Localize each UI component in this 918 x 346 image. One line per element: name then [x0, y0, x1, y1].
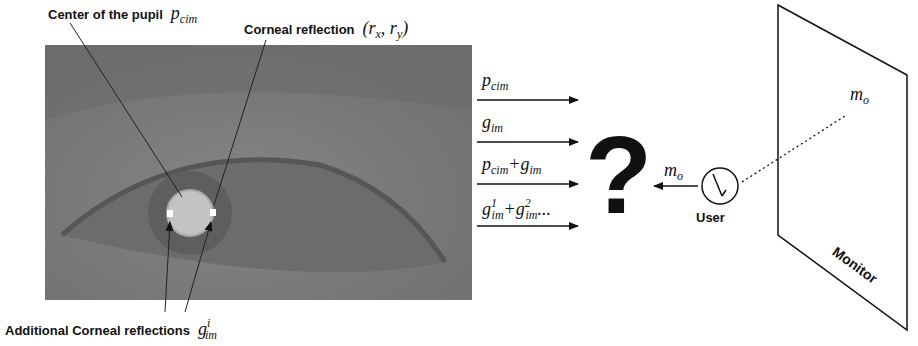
math-symbol: +g [508, 154, 529, 174]
math-symbol: p [482, 154, 491, 174]
callout-label: Center of the pupil [48, 7, 163, 22]
monitor-outline [776, 3, 910, 333]
gaze-point-label: mo [850, 84, 869, 108]
math-symbol: +g [504, 199, 525, 219]
math-symbol: im [525, 208, 537, 222]
arrow-label: gim [482, 112, 503, 136]
math-symbol: i [207, 316, 210, 330]
question-mark: ? [585, 113, 652, 236]
leader-lines [70, 23, 266, 312]
math-symbol: g [482, 112, 491, 132]
math-symbol: p [482, 70, 491, 90]
math-symbol: o [863, 93, 869, 107]
math-symbol: cim [491, 79, 508, 93]
question-mark: ? [585, 120, 652, 230]
arrow-label: pcim+gim [482, 154, 541, 178]
gaze-mark [713, 174, 722, 196]
user-icon [696, 166, 744, 210]
monitor-label: Monitor [830, 243, 881, 286]
gaze-line [742, 116, 845, 182]
math-symbol: ) [402, 18, 408, 38]
reflection-label: Corneal reflection (rx, ry) [244, 18, 408, 42]
math-symbol: cim [491, 163, 508, 177]
callout-label: Additional Corneal reflections [5, 323, 190, 338]
math-symbol: m [850, 84, 863, 104]
user-head [702, 168, 738, 204]
math-symbol: g [482, 199, 491, 219]
math-symbol: ... [537, 199, 551, 219]
math-symbol: o [677, 169, 683, 183]
pupil-label: Center of the pupil pcim [48, 3, 197, 27]
math-symbol: im [529, 163, 541, 177]
arrow-label: mo [664, 160, 683, 184]
math-symbol: x [376, 27, 381, 41]
additional-reflections-label: Additional Corneal reflectionsgiim [5, 316, 217, 343]
arrow-label: pcim [482, 70, 508, 94]
monitor-outline [778, 5, 907, 330]
math-symbol: p [171, 3, 180, 23]
math-symbol: , r [381, 18, 397, 38]
math-symbol: im [205, 328, 217, 342]
math-symbol: 2 [525, 196, 531, 210]
callout-label: Corneal reflection [244, 22, 355, 37]
math-symbol: (r [363, 18, 376, 38]
arrow-label: g1im+g2im... [482, 196, 551, 223]
math-symbol: im [492, 208, 504, 222]
math-symbol: im [491, 121, 503, 135]
math-symbol: m [664, 160, 677, 180]
math-symbol: 1 [491, 196, 497, 210]
monitor-shape: Monitor [776, 3, 910, 333]
user-symbol: User [696, 166, 744, 228]
math-symbol: y [397, 27, 402, 41]
gaze-mark [722, 190, 726, 196]
user-label: User [696, 210, 725, 225]
math-symbol: cim [180, 12, 197, 26]
